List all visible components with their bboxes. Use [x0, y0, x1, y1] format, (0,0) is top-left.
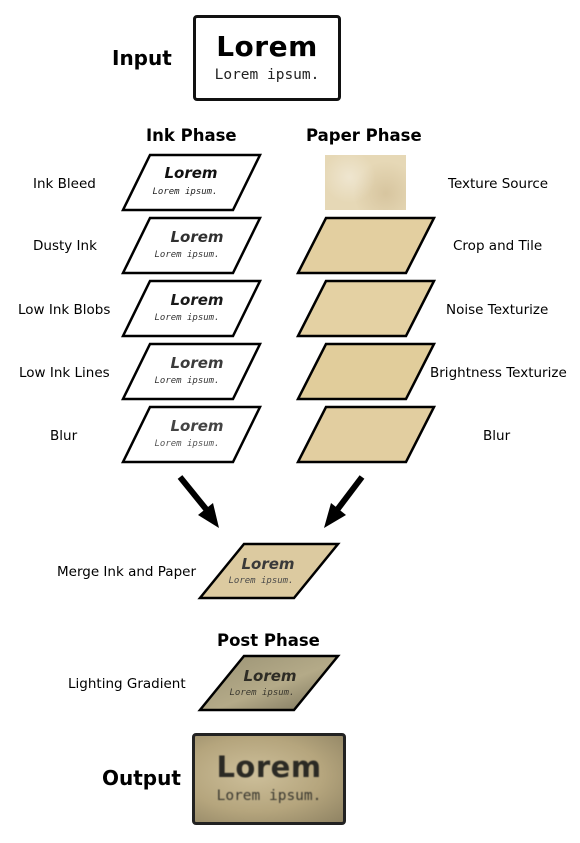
ink-step-label: Dusty Ink: [33, 238, 97, 254]
output-document: Lorem Lorem ipsum.: [192, 733, 346, 825]
ink-phase-heading: Ink Phase: [146, 126, 237, 145]
card-title-text: Lorem: [241, 555, 294, 573]
ink-step-label: Low Ink Blobs: [18, 302, 111, 318]
output-body-text: Lorem ipsum.: [216, 788, 322, 804]
card-title-text: Lorem: [170, 417, 223, 435]
card-body-text: Lorem ipsum.: [154, 439, 219, 449]
paper-step-label: Crop and Tile: [453, 238, 543, 254]
texture-source-swatch: [325, 155, 406, 210]
card-body-text: Lorem ipsum.: [154, 250, 219, 260]
post-step-label: Lighting Gradient: [68, 676, 186, 692]
card-body-text: Lorem ipsum.: [154, 313, 219, 323]
card-title-text: Lorem: [170, 291, 223, 309]
card-title-text: Lorem: [170, 354, 223, 372]
ink-step-label: Ink Bleed: [33, 176, 96, 192]
paper-phase-heading: Paper Phase: [306, 126, 422, 145]
merge-label: Merge Ink and Paper: [57, 564, 197, 580]
output-label: Output: [102, 766, 181, 790]
paper-step-label: Texture Source: [448, 176, 549, 192]
input-label: Input: [112, 46, 172, 70]
card-title-text: Lorem: [170, 228, 223, 246]
card-body-text: Lorem ipsum.: [228, 576, 293, 586]
card-title-text: Lorem: [164, 164, 217, 182]
output-title-text: Lorem: [216, 750, 322, 784]
ink-step-label: Blur: [50, 428, 78, 444]
paper-step-label: Blur: [483, 428, 511, 444]
card-title-text: Lorem: [243, 667, 296, 685]
input-body-text: Lorem ipsum.: [214, 67, 320, 83]
ink-step-label: Low Ink Lines: [19, 365, 110, 381]
paper-step-label: Brightness Texturize: [430, 365, 567, 381]
post-phase-heading: Post Phase: [217, 631, 320, 650]
card-body-text: Lorem ipsum.: [229, 688, 294, 698]
card-body-text: Lorem ipsum.: [152, 187, 217, 197]
input-document: Lorem Lorem ipsum.: [193, 15, 341, 101]
paper-step-label: Noise Texturize: [446, 302, 549, 318]
input-title-text: Lorem: [216, 30, 318, 63]
card-body-text: Lorem ipsum.: [154, 376, 219, 386]
